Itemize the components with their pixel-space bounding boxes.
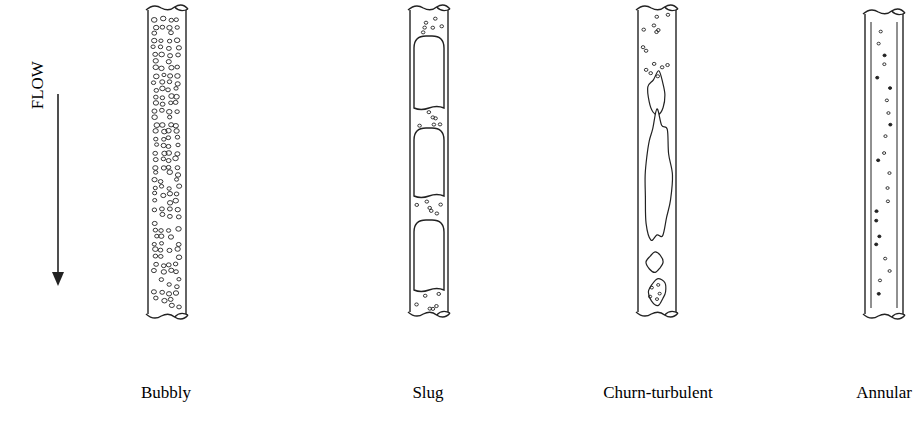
gas-blob xyxy=(648,71,665,115)
taylor-bubble xyxy=(414,128,444,198)
regime-label: Churn-turbulent xyxy=(603,383,713,403)
taylor-bubble xyxy=(414,220,444,292)
annular-pipe xyxy=(863,9,905,319)
regime-label: Annular xyxy=(856,383,912,403)
gas-blob xyxy=(645,109,672,241)
slug-pipe xyxy=(408,5,450,317)
gas-blob xyxy=(646,252,663,273)
bubbly-pipe xyxy=(146,5,188,319)
gas-blob xyxy=(648,279,665,306)
flow-label: FLOW xyxy=(28,61,48,109)
regime-label: Slug xyxy=(412,383,443,403)
flow-arrow xyxy=(52,94,64,286)
taylor-bubble xyxy=(414,36,444,110)
churn-pipe xyxy=(636,5,678,317)
regime-label: Bubbly xyxy=(141,383,191,403)
